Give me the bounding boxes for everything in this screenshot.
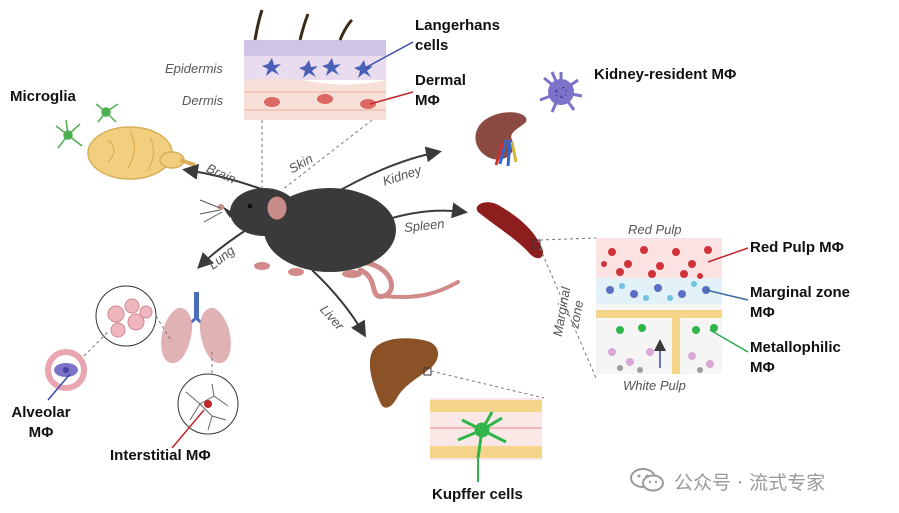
spleen-region-white-pulp: White Pulp [623,378,686,393]
alveolar-cell-icon [45,349,87,391]
lung-icon [161,292,231,364]
alveolar-line2: MΦ [28,424,54,441]
liver-icon [369,338,439,408]
interstitial-macrophage-label: Interstitial MΦ [110,447,211,464]
red-pulp-macrophage-label: Red Pulp MΦ [750,239,844,256]
alveolar-macrophage-label: Alveolar MΦ [8,403,74,443]
kidney-macrophage-icon [539,71,583,113]
skin-layer-epidermis: Epidermis [165,61,223,76]
skin-panel [244,9,414,120]
kidney-icon [475,112,527,167]
metallophilic-macrophage-label: Metallophilic MΦ [750,338,841,378]
microglia-label: Microglia [10,88,76,105]
brain-icon [87,126,196,180]
marginal-zone-line2: MΦ [750,304,775,321]
langerhans-cell-icon [262,58,373,78]
dermal-macrophage-label: Dermal MΦ [415,71,466,111]
mouse-icon [199,188,460,299]
alveolus-inset [95,285,157,347]
spleen-inset [596,238,722,374]
spleen-region-red-pulp: Red Pulp [628,222,682,237]
metallophilic-line1: Metallophilic [750,339,841,356]
wechat-icon [630,468,664,492]
alveolar-line1: Alveolar [11,404,71,421]
liver-inset [430,398,542,482]
kupffer-cell-icon [457,411,507,459]
skin-layer-dermis: Dermis [182,93,224,108]
watermark: 公众号 · 流式专家 [628,466,878,494]
metallophilic-line2: MΦ [750,359,775,376]
microglia-cell-icon [55,103,119,149]
marginal-zone-macrophage-label: Marginal zone MΦ [750,283,850,323]
kidney-resident-label: Kidney-resident MΦ [594,66,737,83]
watermark-text: 公众号 · 流式专家 [674,472,826,494]
organ-arrows [182,146,468,338]
dermal-line1: Dermal [415,72,466,89]
kupffer-cells-label: Kupffer cells [432,486,523,503]
dermal-cell-icon [264,94,376,109]
spleen-icon [476,202,544,259]
dermal-line2: MΦ [415,92,440,109]
interstitial-inset [177,373,239,435]
langerhans-cells-label: Langerhans cells [415,16,500,56]
langerhans-line2: cells [415,37,449,54]
langerhans-line1: Langerhans [415,17,501,34]
marginal-zone-line1: Marginal zone [750,284,851,301]
